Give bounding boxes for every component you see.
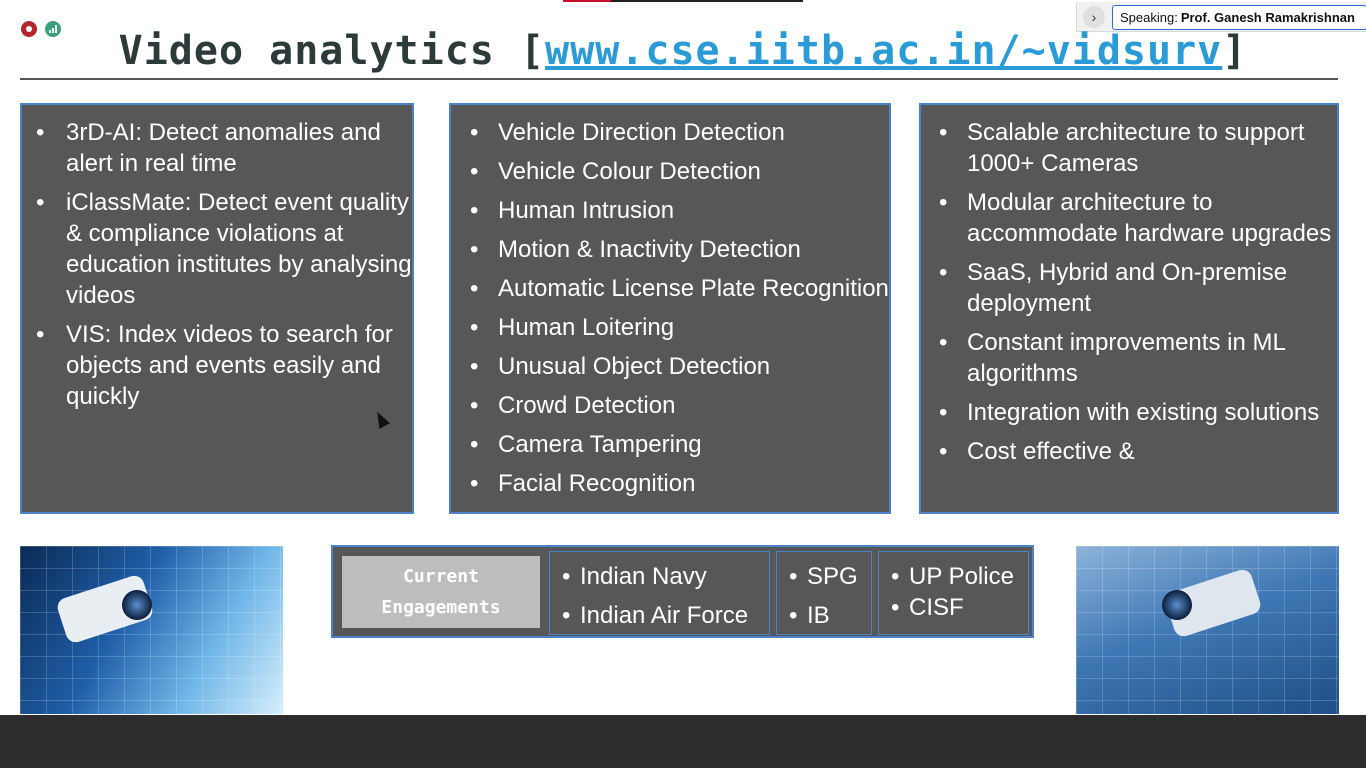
feature-item: Unusual Object Detection xyxy=(451,351,889,382)
camera-lens xyxy=(122,590,152,620)
speaking-label: Speaking: xyxy=(1120,10,1178,25)
feature-item: Automatic License Plate Recognition xyxy=(451,273,889,304)
feature-item: Vehicle Direction Detection xyxy=(451,117,889,148)
features-panel: Vehicle Direction DetectionVehicle Colou… xyxy=(449,103,891,514)
title-link[interactable]: www.cse.iitb.ac.in/~vidsurv xyxy=(545,28,1223,74)
engagements-bar: Current Engagements Indian NavyIndian Ai… xyxy=(331,545,1034,638)
speaking-indicator[interactable]: Speaking:Prof. Ganesh Ramakrishnan xyxy=(1112,5,1366,30)
engagements-label: Current Engagements xyxy=(342,556,540,628)
product-item: iClassMate: Detect event quality & compl… xyxy=(22,187,412,311)
feature-item: Camera Tampering xyxy=(451,429,889,460)
engagements-column-1: Indian NavyIndian Air Force xyxy=(549,551,770,635)
feature-item: Human Intrusion xyxy=(451,195,889,226)
product-item: VIS: Index videos to search for objects … xyxy=(22,319,412,412)
engagement-item: SPG xyxy=(777,561,871,592)
architecture-item: Integration with existing solutions xyxy=(921,397,1337,428)
feature-item: Facial Recognition xyxy=(451,468,889,499)
top-dark-strip xyxy=(611,0,803,2)
architecture-item: SaaS, Hybrid and On-premise deployment xyxy=(921,257,1337,319)
chevron-right-icon[interactable]: › xyxy=(1083,6,1105,28)
title-divider xyxy=(20,78,1338,80)
feature-item: Human Loitering xyxy=(451,312,889,343)
signal-bars xyxy=(49,25,57,33)
record-icon[interactable] xyxy=(21,21,37,37)
architecture-item: Constant improvements in ML algorithms xyxy=(921,327,1337,389)
engagements-column-2: SPG IB xyxy=(776,551,872,635)
slide-title: Video analytics [www.cse.iitb.ac.in/~vid… xyxy=(0,28,1366,74)
architecture-item: Cost effective & xyxy=(921,436,1337,467)
architecture-item: Modular architecture to accommodate hard… xyxy=(921,187,1337,249)
speaking-banner: › Speaking:Prof. Ganesh Ramakrishnan xyxy=(1076,2,1366,32)
architecture-panel: Scalable architecture to support 1000+ C… xyxy=(919,103,1339,514)
products-panel: 3rD-AI: Detect anomalies and alert in re… xyxy=(20,103,414,514)
signal-icon[interactable] xyxy=(45,21,61,37)
engagements-label-line2: Engagements xyxy=(381,597,501,618)
image-grid-overlay xyxy=(20,546,283,714)
engagements-list-2: SPG IB xyxy=(777,561,871,631)
engagement-item: CISF xyxy=(879,592,1028,623)
image-grid-overlay xyxy=(1076,546,1339,714)
camera-lens xyxy=(1162,590,1192,620)
feature-item: Motion & Inactivity Detection xyxy=(451,234,889,265)
engagements-list-3: UP PoliceCISF xyxy=(879,561,1028,623)
engagements-list-1: Indian NavyIndian Air Force xyxy=(550,561,769,631)
engagement-item: Indian Air Force xyxy=(550,600,769,631)
title-prefix: Video analytics [ xyxy=(118,28,546,74)
cctv-camera-image xyxy=(1076,546,1339,714)
engagement-item: Indian Navy xyxy=(550,561,769,592)
speaking-name: Prof. Ganesh Ramakrishnan xyxy=(1180,10,1355,25)
engagement-item: UP Police xyxy=(879,561,1028,592)
product-item: 3rD-AI: Detect anomalies and alert in re… xyxy=(22,117,412,179)
engagements-label-line1: Current xyxy=(403,566,479,587)
architecture-list: Scalable architecture to support 1000+ C… xyxy=(921,117,1337,467)
architecture-item: Scalable architecture to support 1000+ C… xyxy=(921,117,1337,179)
title-suffix: ] xyxy=(1222,28,1248,74)
top-accent-strip xyxy=(563,0,611,2)
meeting-toolbar xyxy=(0,715,1366,768)
engagements-column-3: UP PoliceCISF xyxy=(878,551,1029,635)
products-list: 3rD-AI: Detect anomalies and alert in re… xyxy=(22,117,412,412)
features-list: Vehicle Direction DetectionVehicle Colou… xyxy=(451,117,889,499)
feature-item: Vehicle Colour Detection xyxy=(451,156,889,187)
ai-surveillance-image xyxy=(20,546,283,714)
feature-item: Crowd Detection xyxy=(451,390,889,421)
engagement-item: IB xyxy=(777,600,871,631)
